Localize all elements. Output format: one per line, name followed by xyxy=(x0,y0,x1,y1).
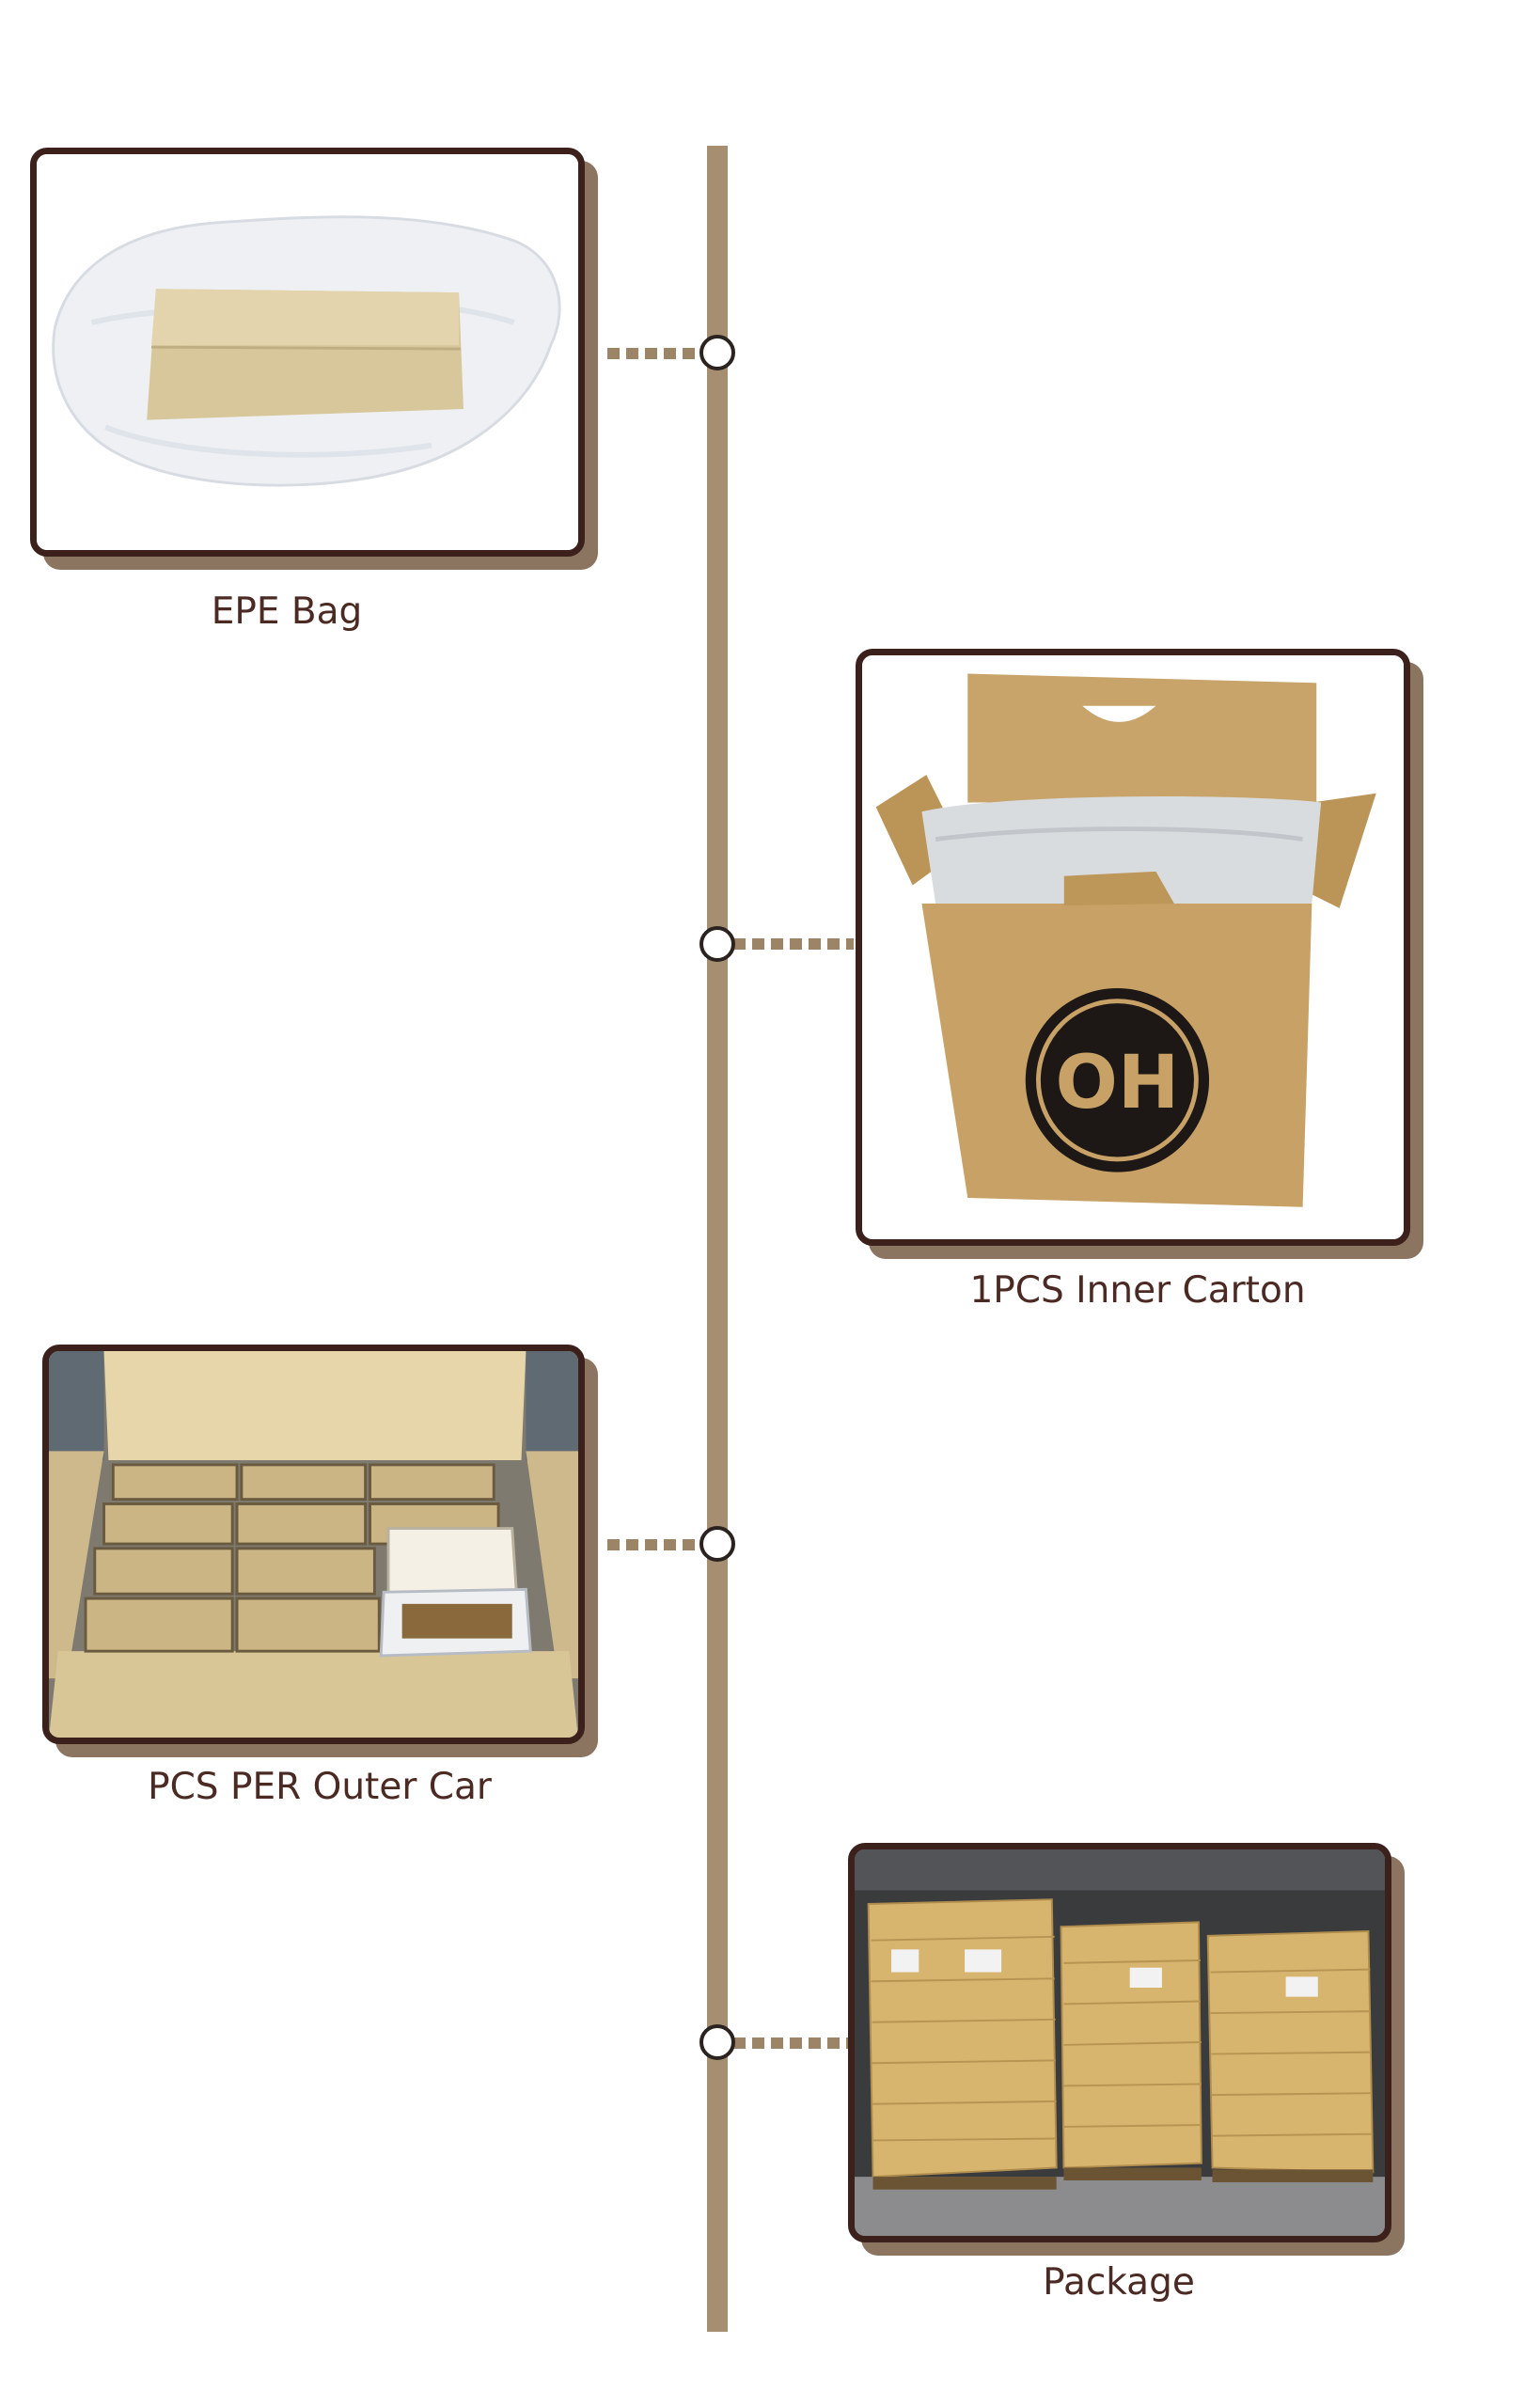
timeline-connector-4 xyxy=(733,2037,848,2049)
timeline-node-4 xyxy=(699,2024,735,2060)
timeline-connector-2 xyxy=(733,938,854,950)
step-caption-2: 1PCS Inner Carton xyxy=(969,1269,1306,1312)
timeline-line xyxy=(707,146,728,2332)
package-pallets-image xyxy=(855,1849,1385,2236)
step-caption-1: EPE Bag xyxy=(211,590,363,633)
timeline-connector-3 xyxy=(607,1539,703,1550)
timeline-node-2 xyxy=(699,926,735,962)
timeline-node-3 xyxy=(699,1526,735,1562)
outer-carton-image xyxy=(49,1351,578,1738)
step-card-package xyxy=(848,1843,1405,2256)
step-caption-3: PCS PER Outer Car xyxy=(148,1766,492,1808)
inner-carton-image: OH xyxy=(862,655,1404,1239)
step-card-epe-bag xyxy=(30,148,598,570)
carton-logo-text: OH xyxy=(1056,1040,1180,1125)
step-card-inner-carton: OH xyxy=(856,649,1423,1259)
timeline-node-1 xyxy=(699,335,735,370)
epe-bag-image xyxy=(37,154,578,550)
timeline-connector-1 xyxy=(607,348,703,359)
step-card-outer-carton xyxy=(42,1345,598,1757)
step-caption-4: Package xyxy=(1043,2261,1195,2304)
